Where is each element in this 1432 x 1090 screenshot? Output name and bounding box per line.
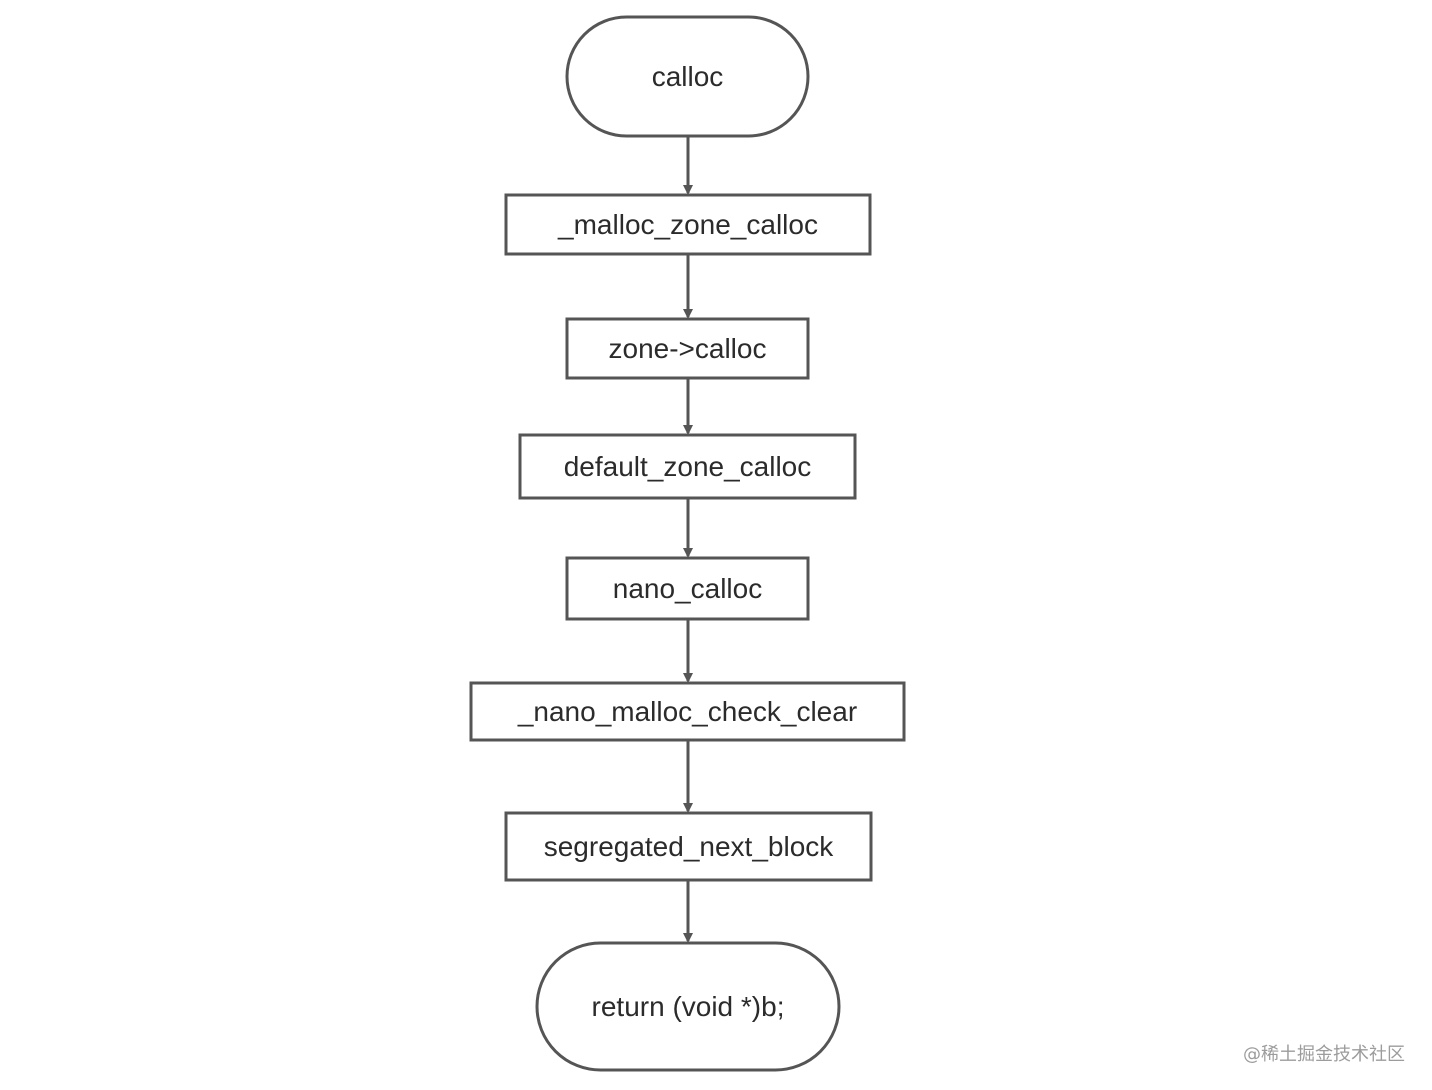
process-node-5: nano_calloc (565, 556, 810, 621)
process-box (504, 811, 873, 882)
terminal-shape (565, 15, 810, 138)
terminal-shape (535, 941, 841, 1072)
node-label: zone->calloc (609, 333, 767, 364)
node-label: default_zone_calloc (564, 451, 812, 482)
node-label: return (void *)b; (592, 991, 785, 1022)
process-box (469, 681, 906, 742)
process-box (518, 433, 857, 500)
process-node-4: default_zone_calloc (518, 433, 857, 500)
process-node-2: _malloc_zone_calloc (504, 193, 872, 256)
node-label: _nano_malloc_check_clear (517, 696, 857, 727)
process-box (504, 193, 872, 256)
node-label: calloc (652, 61, 724, 92)
terminal-node-1: calloc (565, 15, 810, 138)
watermark: @稀土掘金技术社区 (1243, 1044, 1405, 1065)
node-label: _malloc_zone_calloc (557, 209, 818, 240)
process-box (565, 556, 810, 621)
node-label: segregated_next_block (544, 831, 835, 862)
process-node-3: zone->calloc (565, 317, 810, 380)
process-node-6: _nano_malloc_check_clear (469, 681, 906, 742)
node-label: nano_calloc (613, 573, 762, 604)
process-box (565, 317, 810, 380)
process-node-7: segregated_next_block (504, 811, 873, 882)
terminal-node-8: return (void *)b; (535, 941, 841, 1072)
